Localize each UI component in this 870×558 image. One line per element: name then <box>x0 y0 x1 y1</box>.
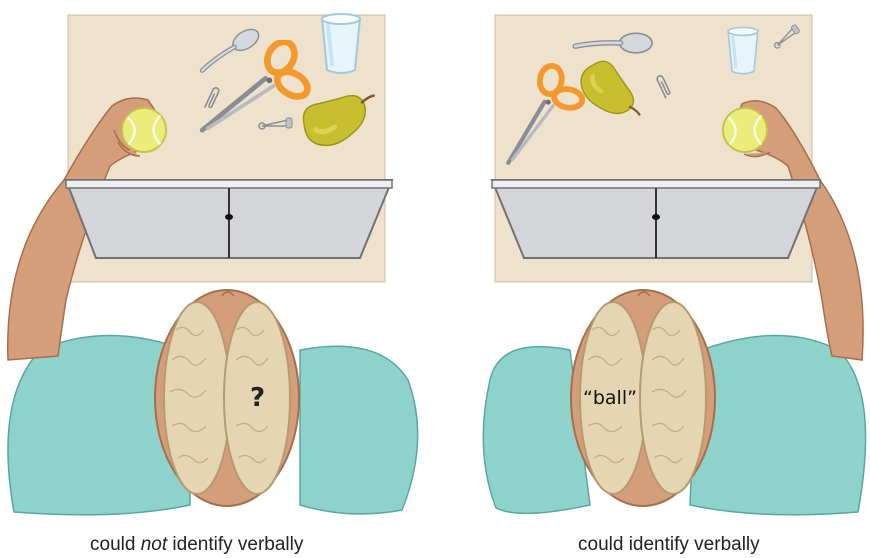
left-screen-knob <box>225 214 233 220</box>
right-screen-knob <box>652 214 660 220</box>
left-caption: could not identify verbally <box>90 534 303 556</box>
right-brain-hemisphere-right <box>640 302 706 494</box>
right-caption: could identify verbally <box>578 534 760 556</box>
ball-icon <box>723 108 767 152</box>
glass-icon <box>322 14 360 73</box>
left-panel: ? <box>8 14 418 515</box>
right-torso-right <box>690 335 866 514</box>
left-torso-right <box>300 346 418 514</box>
left-brain-question-mark: ? <box>250 383 265 413</box>
right-panel: “ball” <box>481 15 866 515</box>
left-caption-before: could <box>90 534 141 555</box>
left-caption-after: identify verbally <box>167 534 303 555</box>
glass-icon <box>728 28 758 74</box>
left-caption-emphasis: not <box>141 534 167 555</box>
left-brain-hemisphere-left <box>164 302 230 494</box>
ball-icon <box>122 108 166 152</box>
right-brain-word-ball: “ball” <box>583 387 637 409</box>
